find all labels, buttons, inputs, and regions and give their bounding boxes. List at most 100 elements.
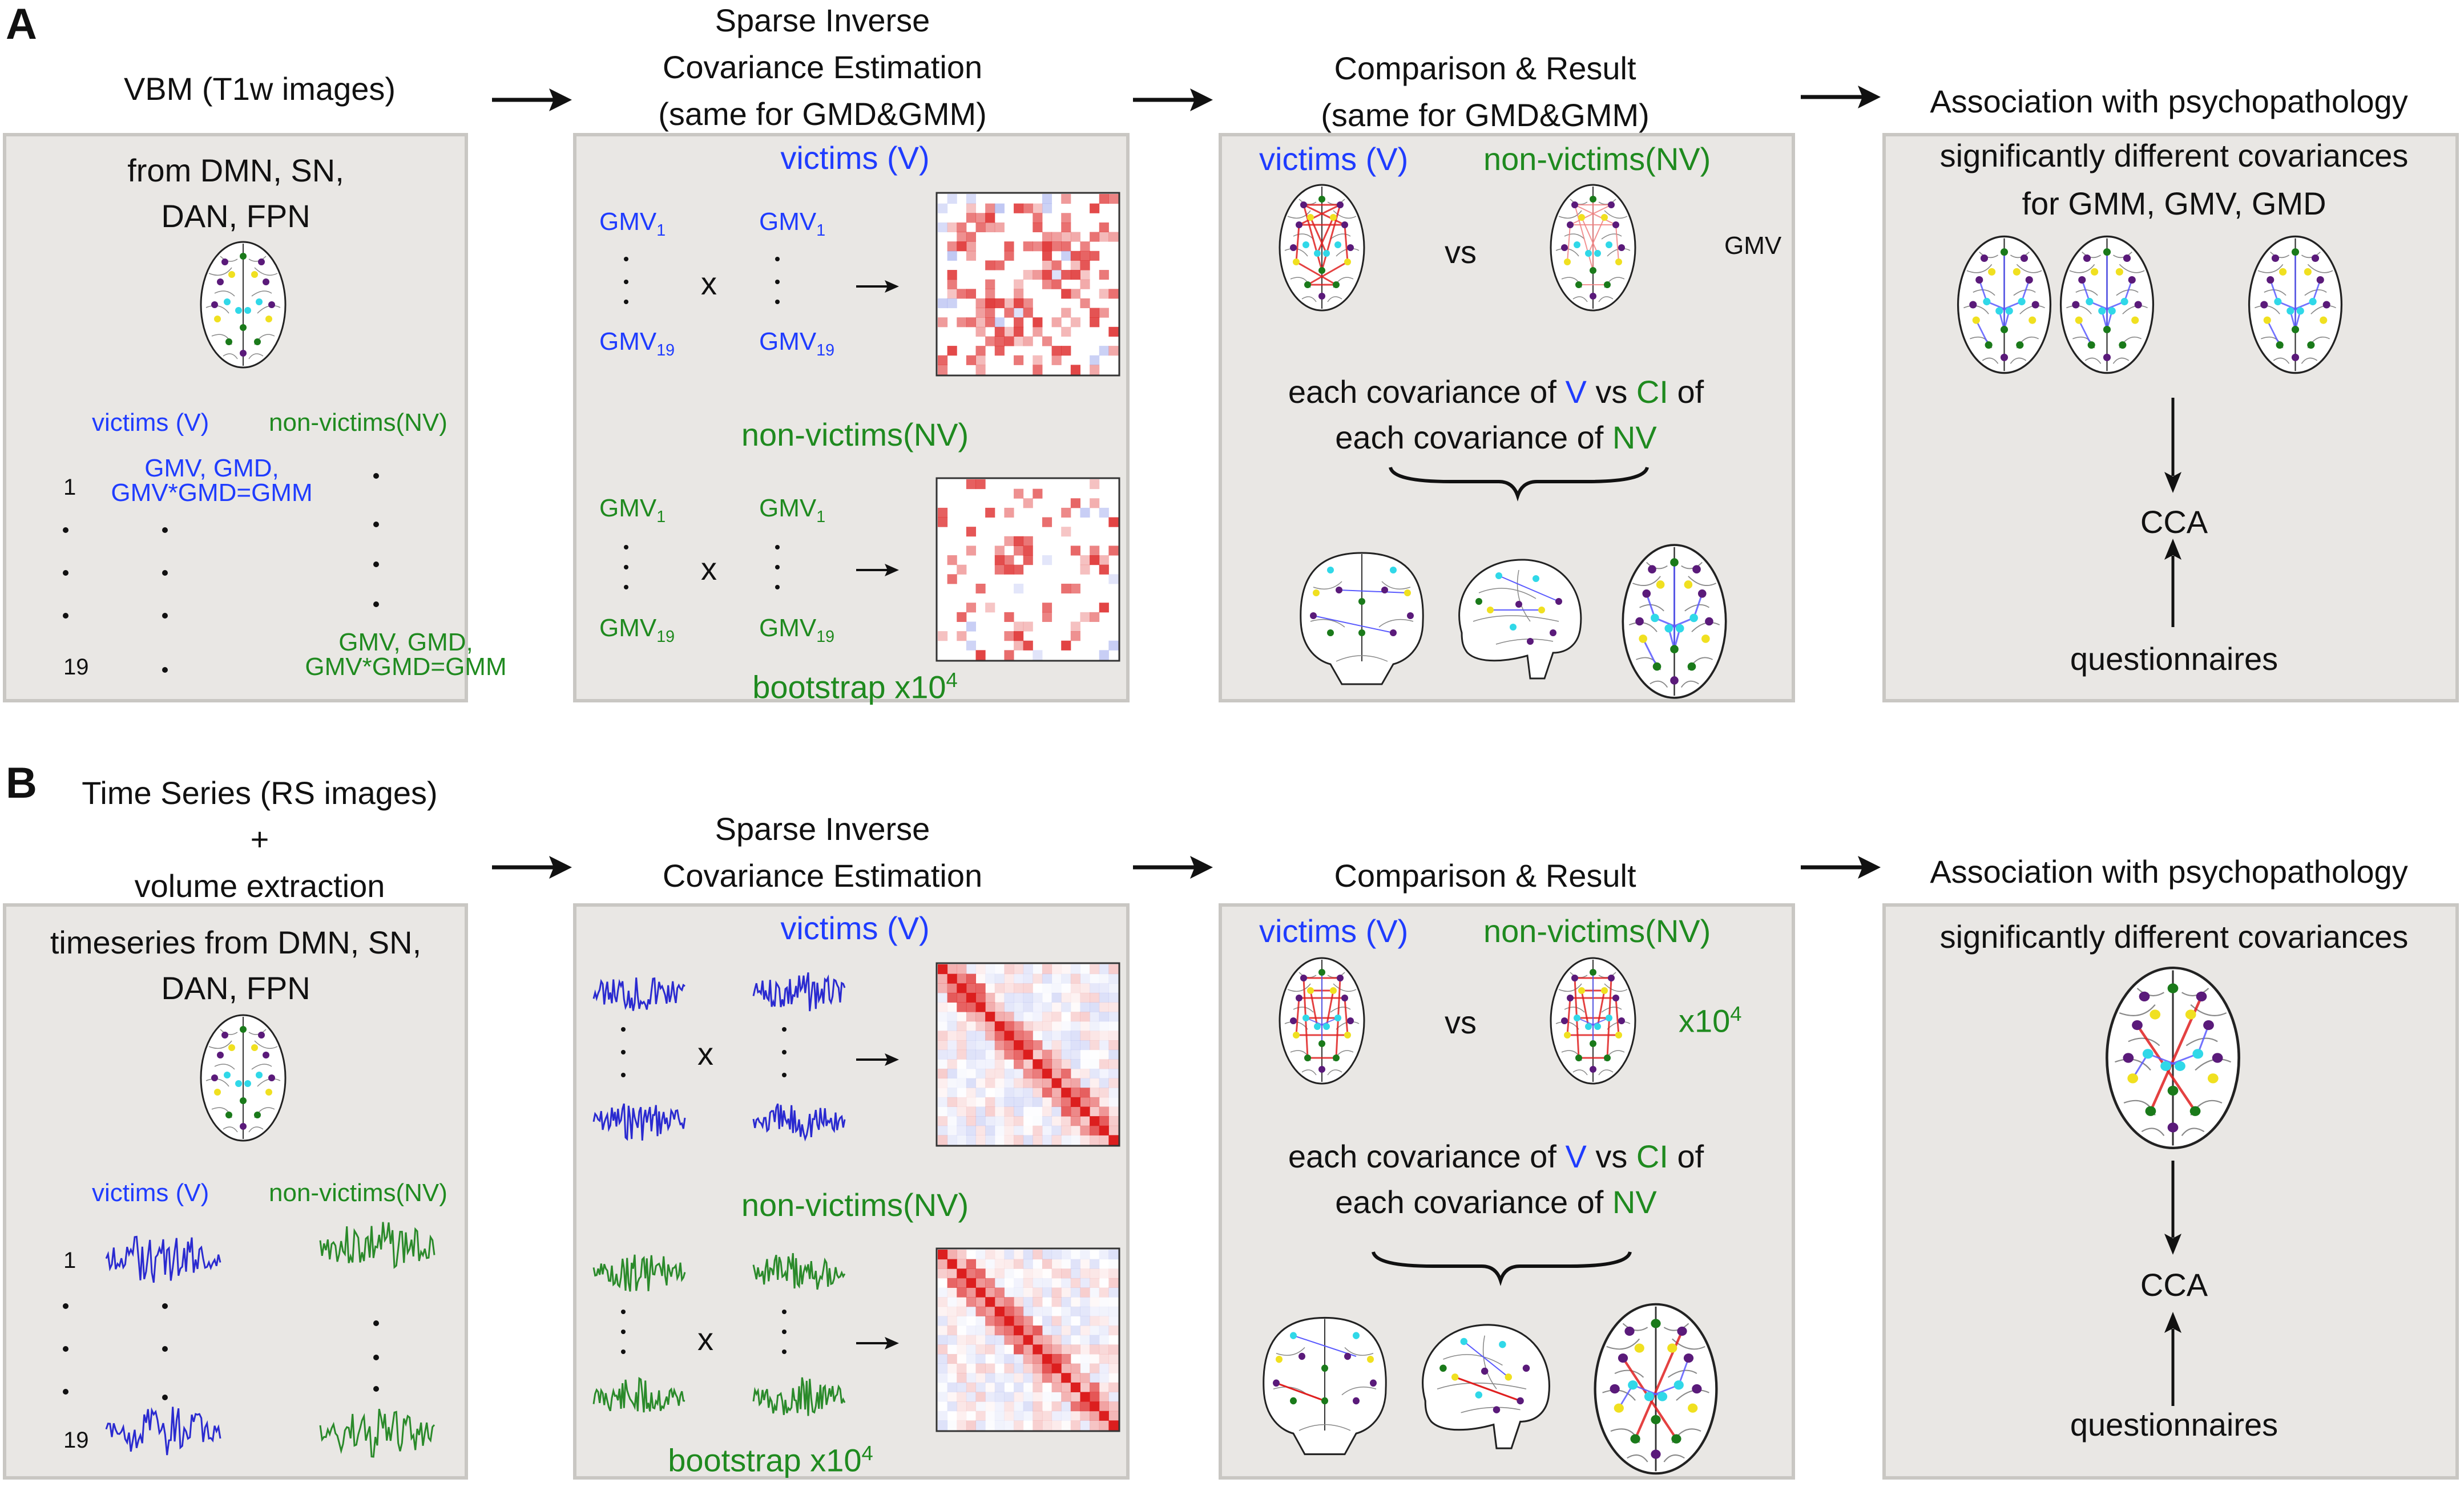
a2-nv-var-last-2: GMV19 xyxy=(759,614,835,646)
a1-dots xyxy=(63,473,379,673)
brain-icon xyxy=(1253,1312,1396,1460)
a2-v-var-first-2: GMV1 xyxy=(759,208,826,240)
brain-icon xyxy=(2057,233,2157,376)
a3-vs: vs xyxy=(1445,234,1477,270)
b2-dots-arrows xyxy=(621,1027,899,1354)
a2-nv-times: x xyxy=(701,551,717,587)
b4-arrows xyxy=(2164,1161,2181,1406)
a2-v-var-first: GMV1 xyxy=(599,208,666,240)
brain-icon xyxy=(1408,1312,1556,1460)
a2-nv-matrix xyxy=(935,477,1120,662)
b2-title-line1: Sparse Inverse xyxy=(715,811,930,847)
brain-icon xyxy=(1619,542,1730,701)
b1-dots xyxy=(63,1303,379,1400)
a1-nv-vars-line2: GMV*GMD=GMM xyxy=(305,653,507,681)
b2-victims-label: victims (V) xyxy=(780,910,930,946)
b2-v-ts-a1 xyxy=(592,977,685,1011)
b3-brace xyxy=(1372,1251,1632,1286)
a1-nonvictims-label: non-victims(NV) xyxy=(269,409,447,437)
b2-nv-ts-b19 xyxy=(752,1377,846,1416)
b1-victims-label: victims (V) xyxy=(92,1179,209,1207)
a4-line1: significantly different covariances xyxy=(1939,138,2409,173)
brain-icon xyxy=(1291,547,1433,690)
a3-panel: victims (V) non-victims(NV) vs GMV each … xyxy=(1219,133,1795,702)
b2-title-line2: Covariance Estimation xyxy=(662,858,983,894)
a2-dots-arrows xyxy=(624,257,899,589)
b4-title: Association with psychopathology xyxy=(1930,854,2408,890)
b2-nv-ts-b1 xyxy=(752,1253,846,1290)
a2-title-line3: (same for GMD&GMM) xyxy=(658,96,987,132)
a3-nonvictims-label: non-victims(NV) xyxy=(1483,141,1711,177)
b1-nv-timeseries-1 xyxy=(319,1222,435,1269)
b1-title-line3: volume extraction xyxy=(134,868,385,904)
panel-letter-b: B xyxy=(6,759,37,807)
a1-from-line1: from DMN, SN, xyxy=(127,152,344,188)
b2-nv-ts-a19 xyxy=(592,1376,685,1413)
a2-v-matrix xyxy=(935,192,1120,377)
b3-victims-label: victims (V) xyxy=(1259,913,1409,949)
b2-v-matrix xyxy=(935,962,1120,1147)
brain-icon xyxy=(197,239,289,370)
panel-letter-a: A xyxy=(6,0,37,49)
a4-line2: for GMM, GMV, GMD xyxy=(2022,185,2326,221)
a1-row-first: 1 xyxy=(63,475,76,500)
b1-nv-timeseries-19 xyxy=(319,1408,435,1458)
brain-icon xyxy=(2102,964,2244,1152)
brain-icon xyxy=(1954,233,2054,376)
b-arrow-2 xyxy=(1133,856,1213,879)
b3-tag: x104 xyxy=(1679,1002,1742,1039)
b4-panel: significantly different covariances CCA … xyxy=(1882,903,2459,1480)
brain-icon xyxy=(1547,955,1639,1086)
b2-nv-ts-a1 xyxy=(592,1254,686,1292)
b1-row-first: 1 xyxy=(63,1248,76,1273)
brain-icon xyxy=(1276,955,1368,1086)
b1-nonvictims-label: non-victims(NV) xyxy=(269,1179,447,1207)
a2-title-line2: Covariance Estimation xyxy=(662,49,983,85)
a3-title-line1: Comparison & Result xyxy=(1334,50,1636,86)
b1-row-last: 19 xyxy=(63,1428,89,1453)
b1-v-timeseries-19 xyxy=(105,1407,221,1456)
a2-nonvictims-label: non-victims(NV) xyxy=(741,417,969,452)
b2-nonvictims-label: non-victims(NV) xyxy=(741,1187,969,1223)
b2-nv-matrix xyxy=(935,1247,1120,1432)
b1-title-line4: timeseries from DMN, SN, xyxy=(50,924,422,960)
b2-v-ts-b1 xyxy=(752,972,846,1012)
a-arrow-1 xyxy=(492,88,572,111)
a1-row-last: 19 xyxy=(63,654,89,680)
a4-title: Association with psychopathology xyxy=(1930,83,2408,119)
a4-cca: CCA xyxy=(2140,504,2208,540)
a2-nv-var-first: GMV1 xyxy=(599,494,666,526)
a3-brace xyxy=(1389,466,1649,502)
a3-compare-line2: each covariance of NV xyxy=(1335,419,1657,455)
a3-compare-line1: each covariance of V vs CI of xyxy=(1288,374,1704,410)
brain-icon xyxy=(1547,182,1639,313)
a1-panel: from DMN, SN, DAN, FPN victims (V) non-v… xyxy=(3,133,507,702)
a2-nv-var-first-2: GMV1 xyxy=(759,494,826,526)
b3-title: Comparison & Result xyxy=(1334,858,1636,894)
brain-icon xyxy=(1590,1300,1721,1477)
a3-tag: GMV xyxy=(1724,232,1782,260)
b1-panel: timeseries from DMN, SN, DAN, FPN victim… xyxy=(3,903,468,1480)
a1-victims-label: victims (V) xyxy=(92,409,209,437)
a3-title-line2: (same for GMD&GMM) xyxy=(1321,97,1650,133)
a2-bootstrap: bootstrap x104 xyxy=(752,668,958,705)
b2-v-ts-b19 xyxy=(752,1103,846,1142)
a1-v-vars-line1: GMV, GMD, xyxy=(144,454,279,482)
brain-icon xyxy=(1445,547,1587,690)
b-arrow-3 xyxy=(1801,856,1881,879)
a2-title-line1: Sparse Inverse xyxy=(715,2,930,38)
a4-questionnaires: questionnaires xyxy=(2070,641,2279,677)
a1-from-line2: DAN, FPN xyxy=(161,198,310,234)
b2-v-ts-a19 xyxy=(592,1103,686,1141)
b4-questionnaires: questionnaires xyxy=(2070,1407,2279,1442)
b3-compare-line2: each covariance of NV xyxy=(1335,1184,1657,1220)
a1-v-vars-line2: GMV*GMD=GMM xyxy=(111,479,313,507)
a1-nv-vars-line1: GMV, GMD, xyxy=(338,628,473,656)
a2-panel: victims (V) GMV1 GMV1 GMV19 GMV19 x non-… xyxy=(573,133,1130,705)
a3-victims-label: victims (V) xyxy=(1259,141,1409,177)
b4-line1: significantly different covariances xyxy=(1939,919,2409,955)
b4-cca: CCA xyxy=(2140,1267,2208,1303)
b1-title-line1: Time Series (RS images) xyxy=(82,775,438,811)
a2-v-var-last: GMV19 xyxy=(599,328,675,359)
brain-icon xyxy=(2245,233,2345,376)
